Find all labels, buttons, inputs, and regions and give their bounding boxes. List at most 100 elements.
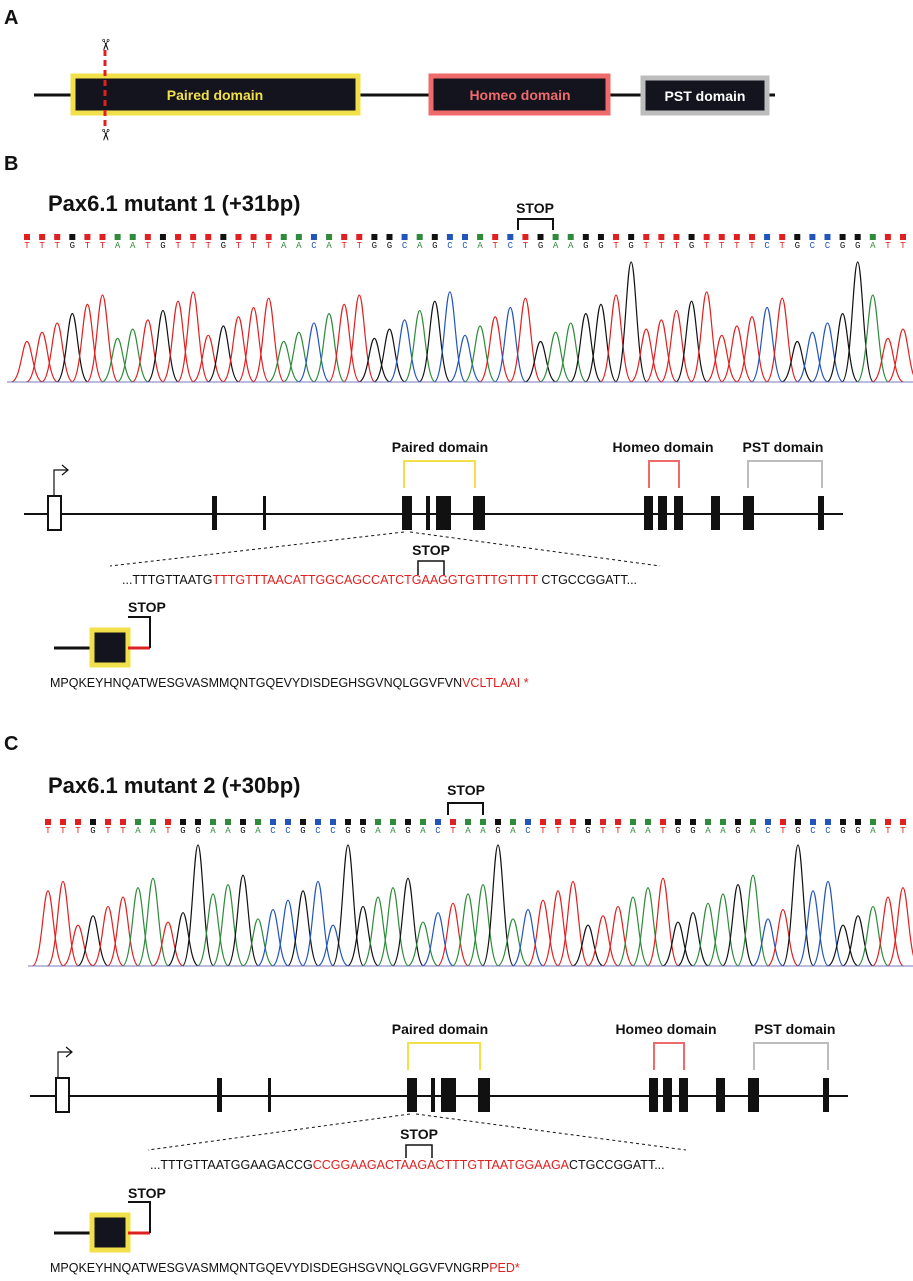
zoom-seq-left: ...TTTGTTAATG bbox=[122, 573, 213, 587]
base-call: A bbox=[480, 826, 486, 836]
base-call: C bbox=[810, 241, 816, 251]
base-quality-marker bbox=[522, 234, 529, 240]
base-call: C bbox=[765, 826, 771, 836]
base-call: C bbox=[825, 826, 831, 836]
base-quality-marker bbox=[630, 819, 636, 825]
trace-peak bbox=[571, 924, 605, 967]
trace-peak bbox=[76, 915, 110, 967]
trace-peak bbox=[511, 908, 545, 967]
pst-domain-label: PST domain bbox=[665, 88, 746, 104]
base-call: G bbox=[689, 241, 694, 251]
paired-domain-bracket bbox=[403, 460, 476, 488]
base-quality-marker bbox=[435, 819, 441, 825]
base-call: G bbox=[628, 241, 633, 251]
base-quality-marker bbox=[345, 819, 351, 825]
trace-peak bbox=[241, 918, 275, 967]
base-quality-marker bbox=[840, 819, 846, 825]
trace-peak bbox=[826, 924, 860, 967]
base-call: T bbox=[613, 241, 619, 251]
trace-peak bbox=[388, 319, 421, 383]
trace-peak bbox=[391, 877, 425, 967]
homeo-domain-bracket bbox=[653, 1042, 685, 1070]
trace-peak bbox=[196, 893, 230, 967]
exon bbox=[716, 1078, 725, 1112]
trace-peak bbox=[705, 334, 738, 383]
trace-peak bbox=[524, 340, 557, 383]
base-call: T bbox=[45, 826, 51, 836]
truncated-paired-domain bbox=[89, 627, 131, 668]
base-call: A bbox=[210, 826, 216, 836]
base-call: C bbox=[435, 826, 441, 836]
base-quality-marker bbox=[795, 819, 801, 825]
protein-seq-mutant: PED* bbox=[489, 1261, 520, 1275]
homeo-domain-label: Homeo domain bbox=[615, 1021, 716, 1037]
panel-a: A Paired domain Homeo domain PST domain … bbox=[4, 7, 775, 142]
exon bbox=[426, 496, 430, 530]
trace-peak bbox=[222, 316, 255, 383]
base-quality-marker bbox=[885, 819, 891, 825]
trace-peak bbox=[116, 328, 149, 383]
base-quality-marker bbox=[869, 234, 876, 240]
paired-domain-box bbox=[70, 73, 361, 116]
base-quality-marker bbox=[210, 819, 216, 825]
trace-peak bbox=[463, 325, 497, 383]
trace-peak bbox=[526, 899, 560, 967]
base-call: G bbox=[585, 826, 590, 836]
trace-peak bbox=[466, 884, 500, 967]
trace-peak bbox=[256, 908, 290, 967]
trace-peak bbox=[136, 877, 170, 967]
base-call: T bbox=[60, 826, 66, 836]
protein-seq-normal: MPQKEYHNQATWESGVASMMQNTGQEVYDISDEGHSGVNQ… bbox=[50, 676, 462, 690]
trace-peak bbox=[131, 319, 165, 383]
base-quality-marker bbox=[69, 234, 76, 240]
base-call: G bbox=[221, 241, 226, 251]
trace-peak bbox=[675, 300, 708, 383]
trace-peak bbox=[660, 309, 693, 383]
trace-peak bbox=[691, 902, 725, 967]
trace-peak bbox=[342, 294, 376, 383]
base-quality-marker bbox=[39, 234, 46, 240]
exon bbox=[711, 496, 720, 530]
base-quality-marker bbox=[688, 234, 695, 240]
trace-peak bbox=[312, 313, 346, 383]
panel-label-c: C bbox=[4, 733, 18, 755]
base-quality-marker bbox=[270, 819, 276, 825]
trace-peak bbox=[91, 905, 125, 967]
trace-peak bbox=[10, 340, 44, 383]
trace-peak bbox=[886, 328, 913, 383]
protein-sequence: MPQKEYHNQATWESGVASMMQNTGQEVYDISDEGHSGVNQ… bbox=[50, 1261, 520, 1275]
base-quality-marker bbox=[675, 819, 681, 825]
zoom-stop-bracket bbox=[405, 1144, 433, 1158]
base-call: C bbox=[764, 241, 770, 251]
base-quality-marker bbox=[114, 234, 121, 240]
base-call: T bbox=[749, 241, 755, 251]
base-quality-marker bbox=[884, 234, 891, 240]
base-quality-marker bbox=[673, 234, 680, 240]
homeo-domain-label: Homeo domain bbox=[469, 87, 570, 103]
trace-peak bbox=[841, 261, 875, 383]
base-call: A bbox=[510, 826, 516, 836]
base-quality-marker bbox=[105, 819, 111, 825]
base-quality-marker bbox=[615, 819, 621, 825]
exon bbox=[268, 1078, 271, 1112]
exon bbox=[217, 1078, 222, 1112]
base-quality-marker bbox=[190, 234, 197, 240]
protein-stop-label: STOP bbox=[128, 1185, 166, 1201]
base-call: T bbox=[900, 826, 906, 836]
protein-seq-normal: MPQKEYHNQATWESGVASMMQNTGQEVYDISDEGHSGVNQ… bbox=[50, 1261, 489, 1275]
base-quality-marker bbox=[165, 819, 171, 825]
base-call: T bbox=[175, 241, 181, 251]
trace-peak bbox=[146, 309, 180, 383]
trace-peak bbox=[448, 334, 482, 383]
base-call: G bbox=[690, 826, 695, 836]
base-call: T bbox=[900, 241, 906, 251]
base-quality-marker bbox=[585, 819, 591, 825]
base-quality-marker bbox=[718, 234, 725, 240]
trace-peak bbox=[720, 325, 754, 383]
exon bbox=[748, 1078, 759, 1112]
chromatogram bbox=[28, 844, 913, 967]
trace-peak bbox=[181, 844, 215, 967]
zoom-sequence: ...TTTGTTAATGTTTGTTTAACATTGGCAGCCATCTGAA… bbox=[122, 573, 637, 587]
base-call: T bbox=[75, 826, 81, 836]
